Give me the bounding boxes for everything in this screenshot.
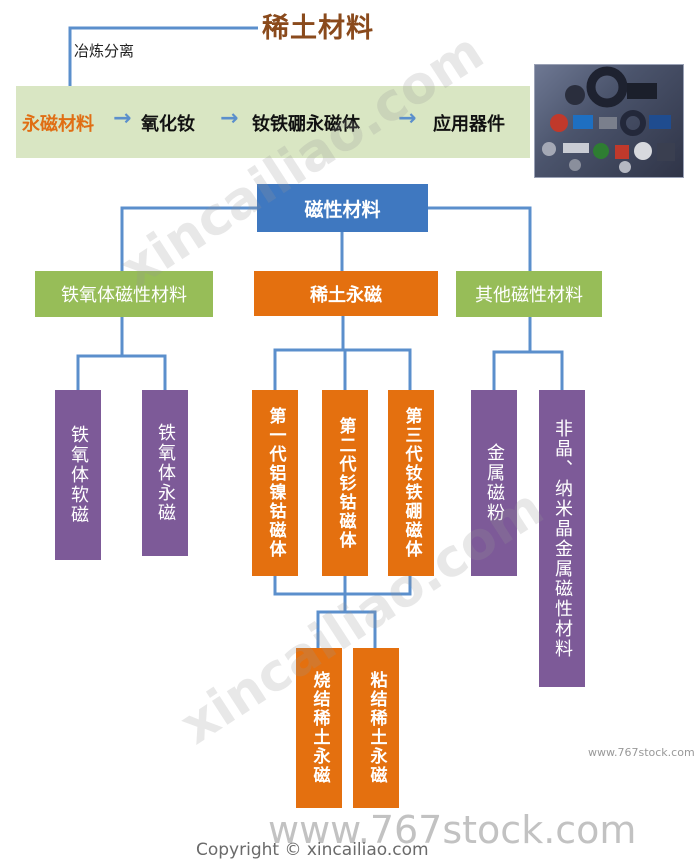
node-ferrite-soft-label: 铁氧体软磁 <box>68 425 89 525</box>
node-gen1-alnico: 第一代铝镍钴磁体 <box>252 390 298 576</box>
copyright-text: Copyright © xincailiao.com <box>196 840 429 860</box>
node-rare-earth-permanent: 稀土永磁 <box>254 271 438 316</box>
node-sintered-label: 烧结稀土永磁 <box>309 671 330 785</box>
node-bonded-label: 粘结稀土永磁 <box>366 671 387 785</box>
chain-arrow-1: → <box>113 106 132 131</box>
node-amorphous-nano: 非晶、纳米晶金属磁性材料 <box>539 390 585 687</box>
node-ferrite-materials: 铁氧体磁性材料 <box>35 271 213 317</box>
node-gen2-smco: 第二代钐钴磁体 <box>322 390 368 576</box>
refining-label: 冶炼分离 <box>74 42 135 60</box>
chain-item-magnet-material: 永磁材料 <box>22 114 94 135</box>
chain-item-application-devices: 应用器件 <box>433 114 505 135</box>
node-gen3-label: 第三代钕铁硼磁体 <box>401 407 422 559</box>
chain-arrow-3: → <box>398 106 417 131</box>
node-ferrite-soft: 铁氧体软磁 <box>55 390 101 560</box>
refining-arrow-line <box>68 26 258 104</box>
chain-arrow-2: → <box>220 106 239 131</box>
magnet-products-image <box>534 64 684 178</box>
node-gen3-ndfeb: 第三代钕铁硼磁体 <box>388 390 434 576</box>
watermark-stock: www.767stock.com <box>268 808 637 852</box>
node-amorphous-label: 非晶、纳米晶金属磁性材料 <box>552 418 573 659</box>
node-ferrite-permanent-label: 铁氧体永磁 <box>155 423 176 523</box>
industry-chain-band <box>16 86 530 158</box>
chain-item-neodymium-oxide: 氧化钕 <box>141 114 195 135</box>
node-sintered-rare-earth: 烧结稀土永磁 <box>296 648 342 808</box>
node-ferrite-permanent: 铁氧体永磁 <box>142 390 188 556</box>
node-other-magnetic-materials: 其他磁性材料 <box>456 271 602 317</box>
node-metal-powder-label: 金属磁粉 <box>484 443 505 523</box>
node-magnetic-materials: 磁性材料 <box>257 184 428 232</box>
page-title: 稀土材料 <box>262 13 374 44</box>
node-gen1-label: 第一代铝镍钴磁体 <box>265 407 286 559</box>
watermark-stock-small: www.767stock.com <box>588 746 695 759</box>
node-bonded-rare-earth: 粘结稀土永磁 <box>353 648 399 808</box>
node-metal-powder: 金属磁粉 <box>471 390 517 576</box>
node-gen2-label: 第二代钐钴磁体 <box>335 416 356 550</box>
chain-item-ndfeb-magnet: 钕铁硼永磁体 <box>252 114 360 135</box>
